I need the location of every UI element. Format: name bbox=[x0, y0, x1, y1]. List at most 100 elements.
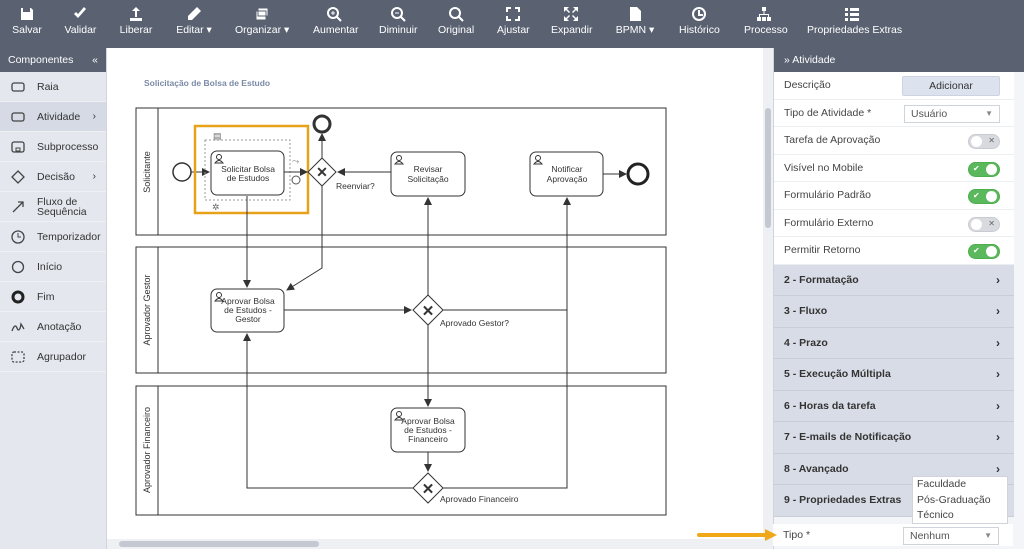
section-label: 7 - E-mails de Notificação bbox=[784, 431, 912, 444]
chevron-right-icon: › bbox=[996, 304, 1000, 319]
activity-type-select[interactable]: Usuário▼ bbox=[904, 104, 1000, 123]
toggle-switch[interactable]: ✔ bbox=[968, 244, 1000, 259]
chevron-right-icon: › bbox=[996, 367, 1000, 382]
toolbar-fit-button[interactable]: Ajustar bbox=[497, 0, 530, 48]
section-header[interactable]: 2 - Formatação › bbox=[774, 264, 1014, 296]
chevron-right-icon: › bbox=[996, 398, 1000, 413]
end-event[interactable] bbox=[626, 162, 650, 186]
component-timer[interactable]: Temporizador bbox=[0, 222, 106, 252]
lane-label: Aprovador Financeiro bbox=[142, 407, 152, 493]
bpmn-diagram[interactable]: Solicitação de Bolsa de Estudo Solicitan… bbox=[107, 48, 763, 539]
component-label: Decisão bbox=[37, 170, 75, 183]
component-label: Agrupador bbox=[37, 350, 87, 363]
gateway-aprovado-gestor[interactable]: ✕ Aprovado Gestor? bbox=[412, 294, 509, 328]
annotation-icon bbox=[10, 319, 26, 335]
toolbar-upload-button[interactable]: Liberar bbox=[118, 0, 154, 48]
toolbar-search-button[interactable]: Original bbox=[438, 0, 474, 48]
toolbar-sitemap-button[interactable]: Processo bbox=[744, 0, 788, 48]
component-end[interactable]: Fim bbox=[0, 282, 106, 312]
dropdown-option[interactable]: Pós-Graduação bbox=[917, 493, 991, 506]
start-event[interactable] bbox=[172, 162, 192, 182]
toolbar-label: Propriedades Extras bbox=[807, 24, 903, 36]
submenu-arrow: › bbox=[92, 171, 96, 182]
component-decision[interactable]: Decisão › bbox=[0, 162, 106, 192]
tipo-select[interactable]: Nenhum▼ bbox=[903, 527, 999, 545]
tipo-dropdown-menu[interactable]: Faculdade Pós-Graduação Técnico bbox=[912, 476, 1008, 524]
component-group[interactable]: Agrupador bbox=[0, 342, 106, 372]
svg-text:Reenviar?: Reenviar? bbox=[336, 181, 375, 191]
section-header[interactable]: 3 - Fluxo › bbox=[774, 296, 1014, 328]
list-icon bbox=[807, 0, 897, 24]
section-label: 2 - Formatação bbox=[784, 273, 859, 286]
svg-text:✕: ✕ bbox=[422, 481, 435, 498]
intermediate-shortcut-icon[interactable] bbox=[291, 175, 301, 185]
chevron-right-icon: › bbox=[996, 430, 1000, 445]
toggle-switch[interactable]: ✔ bbox=[968, 189, 1000, 204]
gateway-aprovado-financeiro[interactable]: ✕ Aprovado Financeiro bbox=[412, 472, 519, 504]
property-row: Tipo de Atividade *Usuário▼ bbox=[774, 99, 1014, 127]
activity-icon bbox=[10, 109, 26, 125]
component-lane[interactable]: Raia bbox=[0, 72, 106, 102]
component-label: Fim bbox=[37, 290, 55, 303]
gear-icon[interactable]: ✲ bbox=[212, 202, 220, 212]
toolbar-file-button[interactable]: BPMN ▾ bbox=[615, 0, 655, 48]
component-annotation[interactable]: Anotação bbox=[0, 312, 106, 342]
section-label: 3 - Fluxo bbox=[784, 305, 828, 318]
gateway-reenviar[interactable]: ✕ Reenviar? bbox=[307, 157, 375, 191]
add-description-button[interactable]: Adicionar bbox=[902, 76, 1000, 96]
section-header[interactable]: 4 - Prazo› bbox=[774, 327, 1014, 359]
toolbar-label: Processo bbox=[744, 24, 788, 36]
component-start[interactable]: Início bbox=[0, 252, 106, 282]
toolbar-check-button[interactable]: Validar bbox=[65, 0, 96, 48]
file-icon bbox=[615, 0, 655, 24]
section-header[interactable]: 6 - Horas da tarefa› bbox=[774, 390, 1014, 422]
section-header[interactable]: 5 - Execução Múltipla› bbox=[774, 359, 1014, 391]
property-label: Descrição bbox=[784, 79, 831, 92]
property-row: Descrição Adicionar bbox=[774, 72, 1014, 100]
dropdown-option[interactable]: Faculdade bbox=[917, 478, 967, 490]
toolbar-expand-button[interactable]: Expandir bbox=[551, 0, 592, 48]
toolbar-history-button[interactable]: Histórico bbox=[679, 0, 720, 48]
upload-icon bbox=[118, 0, 154, 24]
group-icon bbox=[10, 349, 26, 365]
collapse-icon[interactable]: « bbox=[92, 54, 98, 66]
end-shortcut-icon[interactable] bbox=[312, 114, 332, 134]
toggle-switch[interactable]: ✔ bbox=[968, 161, 1000, 177]
toolbar-list-button[interactable]: Propriedades Extras bbox=[807, 0, 903, 48]
tipo-row: Tipo * Nenhum▼ bbox=[773, 524, 1013, 546]
toolbar-zoom-out-button[interactable]: Diminuir bbox=[379, 0, 418, 48]
horizontal-scrollbar[interactable] bbox=[107, 539, 763, 549]
section-label: 4 - Prazo bbox=[784, 336, 828, 349]
component-sequence-flow[interactable]: Fluxo de Sequência bbox=[0, 192, 106, 222]
toggle-switch[interactable]: ✕ bbox=[968, 134, 1000, 149]
toolbar-save-button[interactable]: Salvar bbox=[12, 0, 43, 48]
toolbar-label: Original bbox=[438, 24, 475, 36]
lane-label: Solicitante bbox=[142, 151, 152, 193]
dropdown-option[interactable]: Técnico bbox=[917, 509, 954, 521]
component-activity[interactable]: Atividade› bbox=[0, 102, 106, 132]
toolbar-pencil-button[interactable]: Editar ▾ bbox=[173, 0, 215, 48]
toggle-switch[interactable]: ✕ bbox=[968, 216, 1000, 232]
section-header[interactable]: 7 - E-mails de Notificação › bbox=[774, 422, 1014, 454]
annotation-icon[interactable]: ▤ bbox=[213, 131, 222, 141]
components-header: Componentes « bbox=[0, 48, 106, 72]
component-subprocess[interactable]: Subprocesso bbox=[0, 132, 106, 162]
property-label: Formulário Padrão bbox=[784, 189, 871, 202]
vertical-scrollbar[interactable] bbox=[763, 48, 773, 549]
sitemap-icon bbox=[744, 0, 784, 24]
property-row: Visível no Mobile✔ bbox=[774, 154, 1014, 182]
connect-shortcut-icon[interactable]: ⤳ bbox=[292, 156, 299, 166]
toolbar-layers-button[interactable]: Organizar ▾ bbox=[235, 0, 289, 48]
chevron-right-icon: › bbox=[996, 272, 1000, 287]
toolbar-zoom-in-button[interactable]: Aumentar bbox=[313, 0, 359, 48]
diagram-canvas[interactable]: Solicitação de Bolsa de Estudo Solicitan… bbox=[107, 48, 763, 549]
end-icon bbox=[10, 289, 26, 305]
